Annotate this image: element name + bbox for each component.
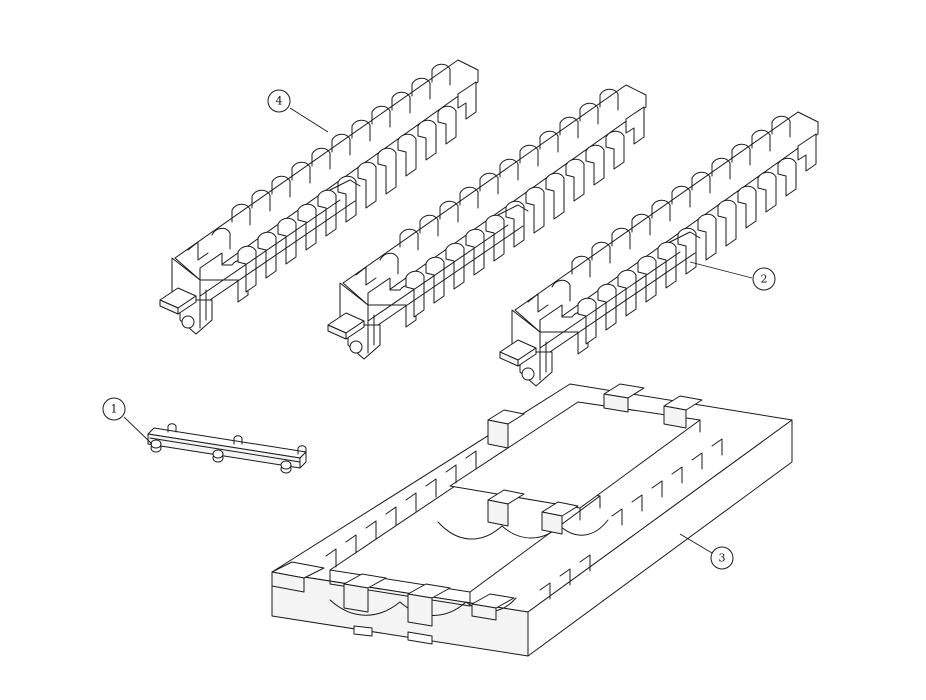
- leader-line-4: [289, 107, 329, 133]
- callout-label: 2: [761, 273, 768, 286]
- frame-block: [407, 583, 451, 627]
- frame-block: [663, 395, 703, 429]
- callout-1: 1: [102, 397, 126, 421]
- rail-left: [159, 59, 479, 335]
- frame-base: [271, 383, 793, 657]
- frame-block: [271, 561, 325, 593]
- leader-line-3: [679, 533, 713, 554]
- pin: [150, 439, 162, 453]
- pin-top: [167, 423, 307, 455]
- frame-block: [487, 489, 525, 527]
- callout-4: 4: [267, 89, 291, 113]
- leader-line-2: [689, 261, 753, 279]
- callout-2: 2: [752, 267, 776, 291]
- callout-label: 3: [719, 552, 726, 565]
- callout-3: 3: [710, 546, 734, 570]
- leader-line-1: [123, 416, 153, 445]
- frame-block: [343, 573, 387, 613]
- frame-block: [487, 409, 525, 449]
- callout-label: 4: [276, 95, 283, 108]
- pin: [280, 460, 292, 474]
- frame-block: [471, 593, 515, 621]
- callout-label: 1: [111, 403, 118, 416]
- pin: [212, 449, 224, 463]
- frame-block: [541, 501, 579, 535]
- pin-bar: [147, 423, 307, 474]
- frame-block: [603, 383, 645, 413]
